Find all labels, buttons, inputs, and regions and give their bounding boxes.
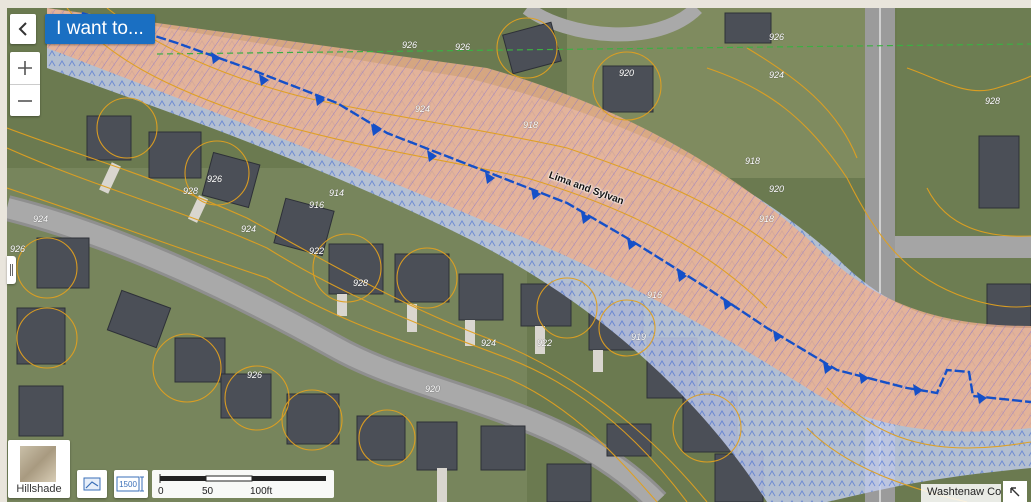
measure-button[interactable] [77,470,107,498]
contour-label: 922 [309,246,325,256]
basemap-toggle-button[interactable]: Hillshade [8,440,70,498]
contour-label: 928 [353,278,369,288]
contour-label: 920 [769,184,785,194]
scale-ruler-icon: 1500 [116,476,144,492]
contour-label: 926 [402,40,418,50]
scale-input-text: 1500 [119,480,137,489]
map-canvas[interactable]: Lima and Sylvan 926 926 920 918 924 918 … [7,8,1031,502]
contour-label: 924 [769,70,785,80]
contour-label: 918 [745,156,761,166]
scale-bar: 0 50 100ft [152,470,334,498]
expand-arrow-icon [1010,486,1020,496]
attribution-text: Washtenaw Co [927,486,1001,498]
contour-label: 924 [415,104,431,114]
zoom-in-button[interactable] [10,52,40,84]
contour-label: 928 [183,186,199,196]
chevron-left-icon [18,22,27,36]
zoom-out-button[interactable] [10,84,40,116]
contour-label: 920 [425,384,441,394]
hillshade-thumbnail-icon [20,446,56,482]
contour-label: 916 [647,290,663,300]
measure-icon [83,477,101,491]
grip-icon [10,264,13,276]
minus-icon [18,99,32,102]
contour-label: 926 [207,174,223,184]
map-imagery [7,8,1031,502]
scale-bar-graphic [159,474,326,483]
side-panel-handle[interactable] [7,256,16,284]
expand-button[interactable] [1003,481,1027,502]
map-attribution: Washtenaw Co [921,484,1001,502]
contour-label: 919 [631,332,647,342]
contour-label: 918 [759,214,775,224]
back-button[interactable] [10,14,36,44]
contour-label: 926 [769,32,785,42]
contour-label: 918 [523,120,539,130]
contour-label: 920 [619,68,635,78]
scale-label: 100ft [250,486,273,497]
contour-label: 926 [10,244,26,254]
scale-label: 50 [202,486,214,497]
i-want-to-button[interactable]: I want to... [45,14,155,44]
contour-label: 924 [241,224,257,234]
contour-label: 922 [537,338,553,348]
zoom-control [10,52,40,116]
contour-label: 928 [985,96,1001,106]
basemap-toggle-label: Hillshade [16,483,62,495]
contour-label: 924 [481,338,497,348]
contour-label: 926 [455,42,471,52]
contour-label: 924 [33,214,49,224]
contour-label: 916 [309,200,325,210]
scale-label: 0 [158,486,164,497]
plus-icon [18,61,32,75]
contour-label: 926 [247,370,263,380]
contour-label: 914 [329,188,345,198]
scale-input-button[interactable]: 1500 [114,470,148,498]
i-want-to-label: I want to... [56,18,144,39]
